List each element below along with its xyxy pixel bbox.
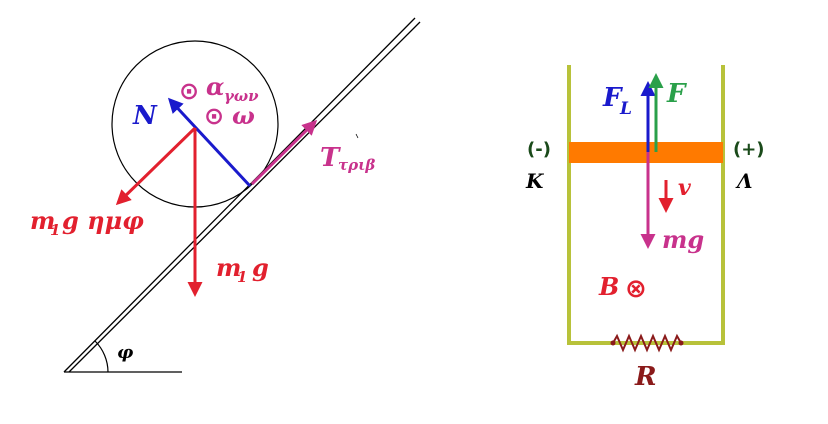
right-terminal-name: Λ <box>735 169 753 193</box>
resistor-node-right <box>678 340 684 346</box>
angular-accel-symbol: ⊙ <box>179 77 199 105</box>
incline-line-inner <box>68 21 421 373</box>
angular-accel-sub: γων <box>224 87 259 105</box>
angle-label: φ <box>117 342 134 363</box>
normal-force-label: N <box>132 101 158 131</box>
rails-diagram: F L F (-) (+) K Λ v mg B ⊗ R <box>525 65 765 392</box>
friction-sub: τριβ <box>338 156 375 174</box>
gravity-label: mg <box>662 225 704 254</box>
weight-label: m <box>216 253 241 282</box>
left-terminal-sign: (-) <box>527 139 551 160</box>
resistor-zigzag <box>612 333 682 353</box>
friction-label: T <box>320 143 341 173</box>
friction-arrow <box>250 119 318 186</box>
normal-force-arrow <box>167 97 252 188</box>
weight-sub: 1 <box>237 268 247 286</box>
weight-rest: g <box>252 253 269 282</box>
stray-mark <box>355 133 359 139</box>
resistor-label: R <box>634 362 657 392</box>
angular-vel-symbol: ⊙ <box>204 102 224 130</box>
left-terminal-name: K <box>525 169 545 193</box>
weight-component-arrow <box>115 126 197 206</box>
velocity-label: v <box>678 175 691 201</box>
field-label: B <box>598 272 619 301</box>
lorentz-force-label: F <box>602 83 623 113</box>
angular-vel-label: ω <box>232 101 255 130</box>
field-symbol: ⊗ <box>625 274 647 304</box>
incline-line-outer <box>63 17 416 373</box>
incline-diagram: N ⊙ α γων ⊙ ω T τριβ m 1 g ημφ m 1 g φ <box>30 17 421 373</box>
external-force-label: F <box>666 79 687 109</box>
angle-arc <box>94 340 109 373</box>
angular-accel-label: α <box>206 72 224 101</box>
weight-component-sub: 1 <box>50 221 60 239</box>
weight-component-label: m <box>30 206 55 235</box>
lorentz-force-sub: L <box>619 99 632 119</box>
weight-component-rest: g ημφ <box>62 206 144 235</box>
conducting-bar <box>569 142 723 163</box>
right-terminal-sign: (+) <box>733 139 765 160</box>
resistor-node-left <box>610 340 616 346</box>
conducting-rails <box>567 65 725 345</box>
